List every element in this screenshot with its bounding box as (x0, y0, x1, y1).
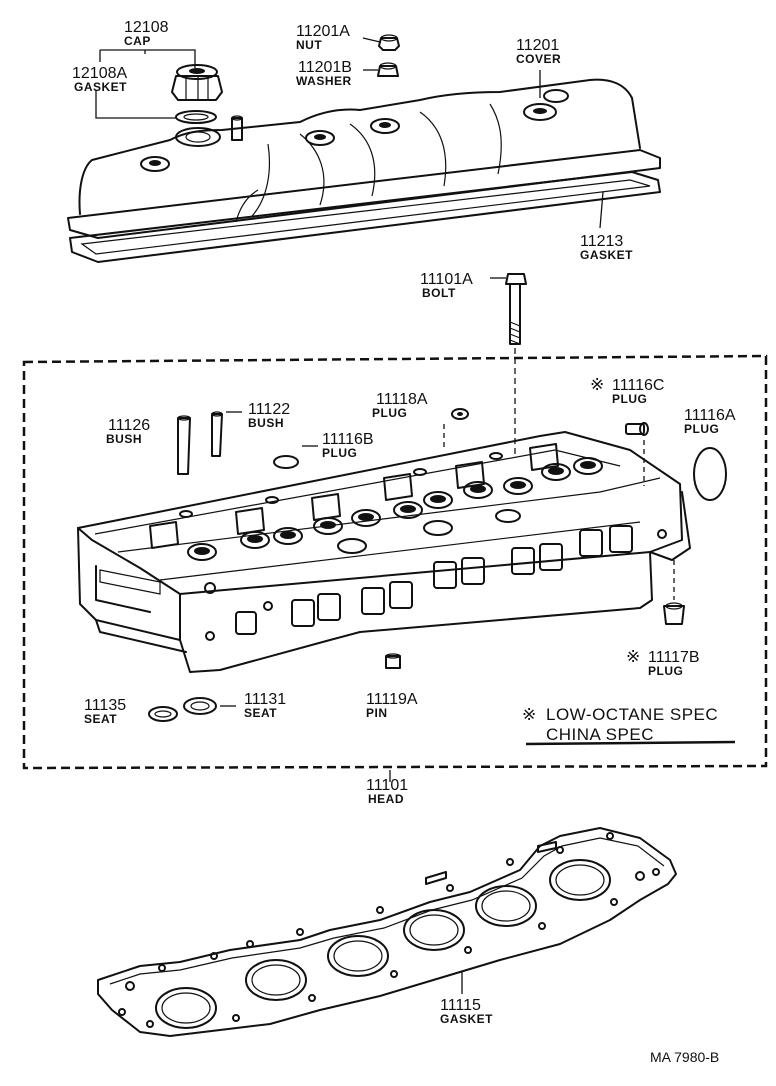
label-name: BOLT (422, 286, 456, 300)
label-cover: 11201 COVER (516, 37, 561, 66)
label-number: 11118A (376, 391, 428, 408)
label-plug-11116b: 11116B PLUG (322, 431, 374, 460)
label-number: 11101 (366, 777, 408, 794)
label-name: PLUG (322, 446, 357, 460)
label-name: SEAT (244, 706, 277, 720)
label-name: PLUG (372, 406, 407, 420)
head-bolt (490, 273, 527, 345)
plug-11118a (443, 408, 469, 450)
label-name: HEAD (368, 792, 404, 806)
label-cover-gasket: 11213 GASKET (580, 233, 633, 262)
label-plug-11116c: ※ 11116C PLUG (590, 375, 664, 406)
label-pin: 11119A PIN (366, 691, 418, 720)
label-cap: 12108 CAP (124, 19, 169, 48)
label-number: 11116A (684, 407, 736, 424)
label-bush-11126: 11126 BUSH (106, 417, 150, 446)
label-number: 12108A (72, 65, 127, 82)
label-bolt: 11101A BOLT (420, 271, 473, 300)
label-name: GASKET (74, 80, 127, 94)
label-seat-11131: 11131 SEAT (244, 691, 286, 720)
label-number: 11201A (296, 23, 350, 40)
label-number: 11122 (248, 401, 290, 418)
label-name: PLUG (648, 664, 683, 678)
special-spec-mark: ※ (626, 647, 641, 666)
label-plug-11117b: ※ 11117B PLUG (626, 647, 700, 678)
label-name: PLUG (684, 422, 719, 436)
label-plug-11118a: 11118A PLUG (372, 391, 428, 420)
filler-cap (171, 64, 223, 101)
head-gasket (97, 827, 677, 1037)
label-name: CAP (124, 34, 151, 48)
cover-washer (377, 62, 399, 77)
label-name: PLUG (612, 392, 647, 406)
cover-nut (378, 34, 400, 51)
label-number: 11101A (420, 271, 473, 288)
bush-11122 (211, 411, 242, 457)
seat-11131 (183, 697, 236, 715)
label-name: COVER (516, 52, 561, 66)
label-head: 11101 HEAD (366, 777, 408, 806)
label-number: 12108 (124, 19, 169, 36)
plug-11116c (625, 422, 649, 486)
plug-11116b (273, 445, 318, 469)
label-name: GASKET (580, 248, 633, 262)
label-name: BUSH (106, 432, 142, 446)
cylinder-head-cover (67, 78, 661, 263)
pin-11119a (385, 653, 401, 669)
label-name: BUSH (248, 416, 284, 430)
seat-11135 (148, 706, 178, 722)
label-bush-11122: 11122 BUSH (248, 401, 290, 430)
plug-11117b (663, 560, 685, 625)
label-number: 11135 (84, 697, 126, 714)
label-cap-gasket: 12108A GASKET (72, 65, 127, 94)
cap-gasket (175, 110, 217, 124)
label-seat-11135: 11135 SEAT (84, 697, 126, 726)
label-number: 11119A (366, 691, 418, 708)
cylinder-head (77, 431, 691, 673)
label-name: NUT (296, 38, 322, 52)
diagram-code: MA 7980-B (650, 1049, 719, 1065)
label-name: WASHER (296, 74, 352, 88)
label-head-gasket: 11115 GASKET (440, 997, 493, 1026)
label-number: 11126 (108, 417, 150, 434)
note-underline (525, 740, 736, 746)
label-plug-11116a: 11116A PLUG (684, 407, 736, 436)
label-number: 11116C (612, 377, 664, 394)
label-name: GASKET (440, 1012, 493, 1026)
label-number: 11117B (648, 649, 700, 666)
label-washer: 11201B WASHER (296, 59, 352, 88)
label-number: 11115 (440, 997, 481, 1014)
label-number: 11201 (516, 37, 559, 54)
label-nut: 11201A NUT (296, 23, 350, 52)
label-name: PIN (366, 706, 388, 720)
cover-leader-lines (95, 37, 604, 229)
special-spec-mark: ※ (590, 375, 605, 394)
spec-notes: ※ LOW-OCTANE SPEC CHINA SPEC (522, 705, 718, 744)
plug-11116a (693, 447, 727, 501)
label-number: 11131 (244, 691, 286, 708)
label-number: 11201B (298, 59, 352, 76)
special-spec-mark: ※ (522, 705, 537, 724)
label-name: SEAT (84, 712, 117, 726)
note-low-octane: LOW-OCTANE SPEC (546, 705, 718, 724)
note-china-spec: CHINA SPEC (546, 725, 654, 744)
label-number: 11213 (580, 233, 623, 250)
bush-11126 (177, 415, 191, 475)
head-assembly-frame (22, 354, 768, 770)
label-number: 11116B (322, 431, 374, 448)
